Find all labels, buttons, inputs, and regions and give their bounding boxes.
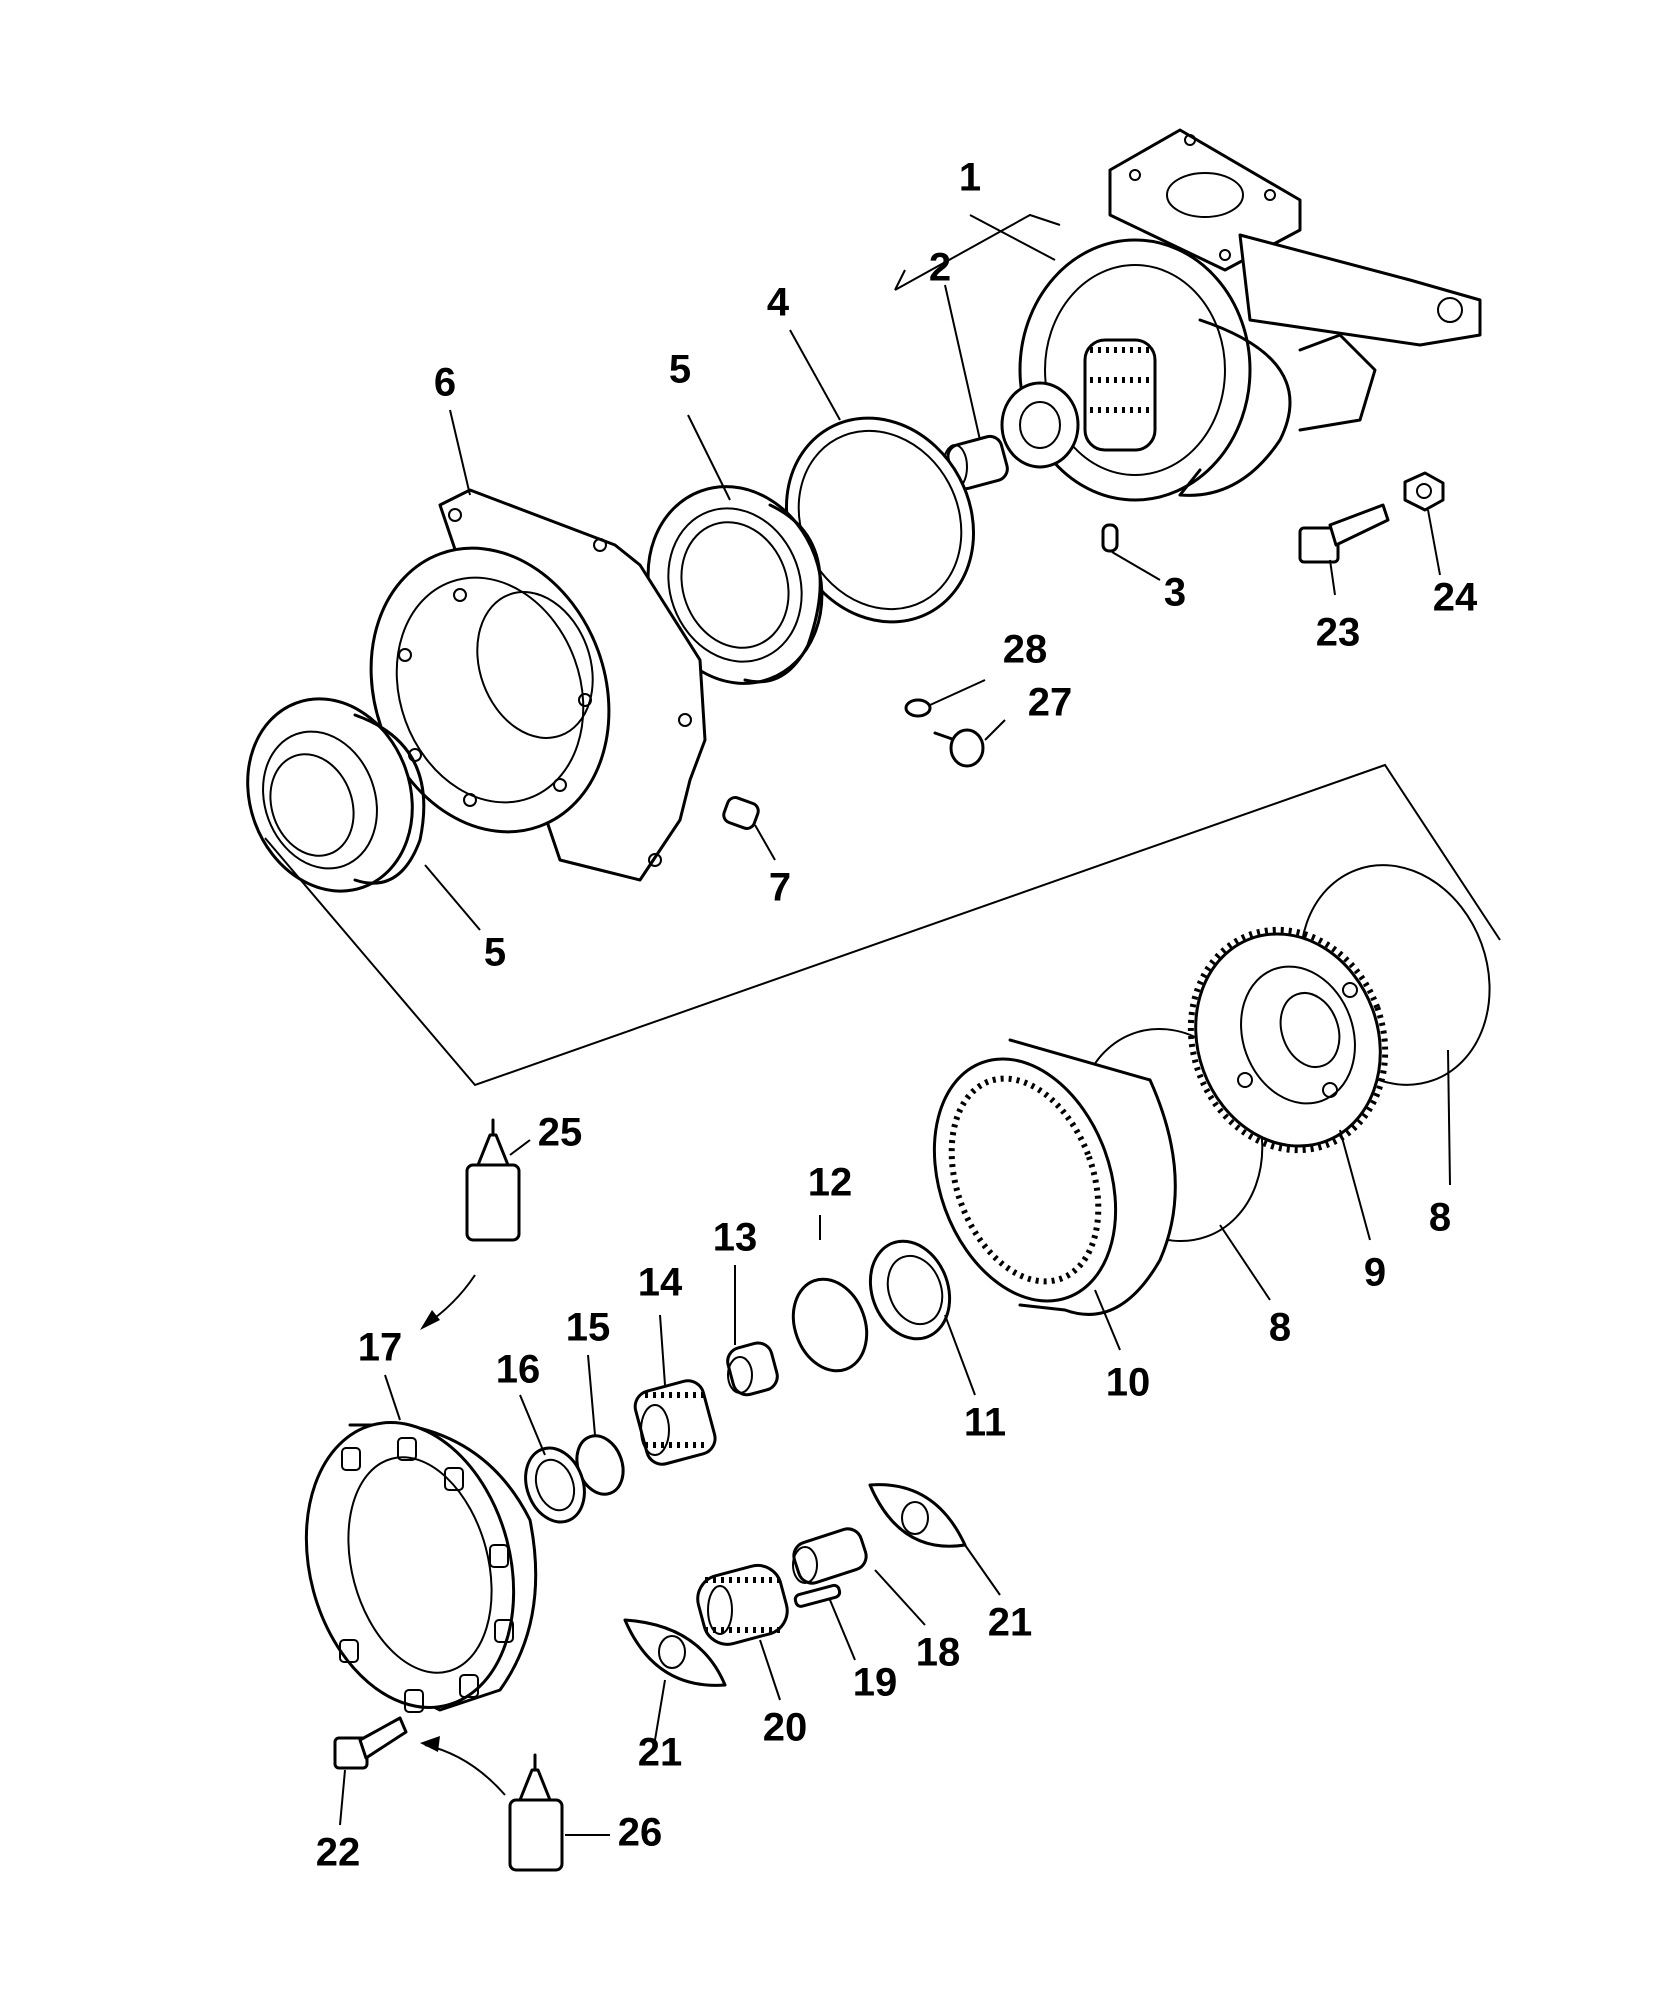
sun-gear [633, 1379, 717, 1466]
callout-12: 12 [808, 1161, 853, 1205]
callout-10: 10 [1106, 1361, 1151, 1405]
callout-3: 3 [1164, 571, 1186, 615]
callout-5a: 5 [669, 348, 691, 392]
retaining-ring [791, 1277, 869, 1373]
planetary-cover [304, 1421, 538, 1713]
planet-pin [792, 1527, 868, 1585]
callout-15: 15 [566, 1306, 611, 1350]
callout-11: 11 [964, 1401, 1006, 1445]
callout-8a: 8 [1429, 1196, 1451, 1240]
callout-6: 6 [434, 361, 456, 405]
callout-17: 17 [358, 1326, 403, 1370]
callout-25: 25 [538, 1111, 583, 1155]
apply-arrowhead-lower [420, 1736, 440, 1752]
callout-16: 16 [496, 1348, 541, 1392]
callout-27: 27 [1028, 681, 1073, 725]
callout-24: 24 [1433, 576, 1478, 620]
wheel-hub [369, 488, 707, 882]
bushing [942, 434, 1009, 491]
callout-18: 18 [916, 1631, 961, 1675]
adhesive-bottle-lower [508, 1753, 564, 1872]
dowel-pin [1101, 523, 1119, 553]
apply-arrowhead-upper [420, 1310, 440, 1330]
callout-23: 23 [1316, 611, 1361, 655]
callout-2: 2 [929, 246, 951, 290]
callout-7: 7 [769, 866, 791, 910]
plug [722, 796, 760, 830]
callout-13: 13 [713, 1216, 758, 1260]
ring-gear [932, 1038, 1177, 1316]
lock-nut [868, 1239, 952, 1341]
callout-20: 20 [763, 1706, 808, 1750]
callout-1: 1 [959, 156, 981, 200]
screw-and-washer [904, 698, 985, 768]
thrust-plate-right [868, 1483, 967, 1548]
spacer-bushing [726, 1341, 779, 1397]
callout-5b: 5 [484, 931, 506, 975]
callout-22: 22 [316, 1831, 361, 1875]
callout-8b: 8 [1269, 1306, 1291, 1350]
gear-carrier [1187, 926, 1389, 1154]
callout-19: 19 [853, 1661, 898, 1705]
apply-arrow-lower [424, 1744, 506, 1796]
callout-28: 28 [1003, 628, 1048, 672]
adhesive-bottle-upper [465, 1118, 521, 1242]
leader-lines [339, 213, 1451, 1836]
bolt [1298, 503, 1390, 564]
callout-21a: 21 [988, 1601, 1033, 1645]
callout-14: 14 [638, 1261, 683, 1305]
nut [1403, 471, 1445, 512]
roller-bearing-lower [246, 697, 426, 893]
callout-26: 26 [618, 1811, 663, 1855]
callout-9: 9 [1364, 1251, 1386, 1295]
roller-bearing-upper [646, 485, 824, 685]
cover-bolt [333, 1716, 408, 1770]
planet-gear [696, 1563, 789, 1646]
callout-21b: 21 [638, 1731, 683, 1775]
thrust-plate-left [623, 1618, 727, 1687]
roll-pin [793, 1583, 842, 1608]
callout-4: 4 [767, 281, 790, 325]
steering-knuckle [1000, 128, 1482, 502]
assembly-bracket [264, 763, 1501, 1087]
